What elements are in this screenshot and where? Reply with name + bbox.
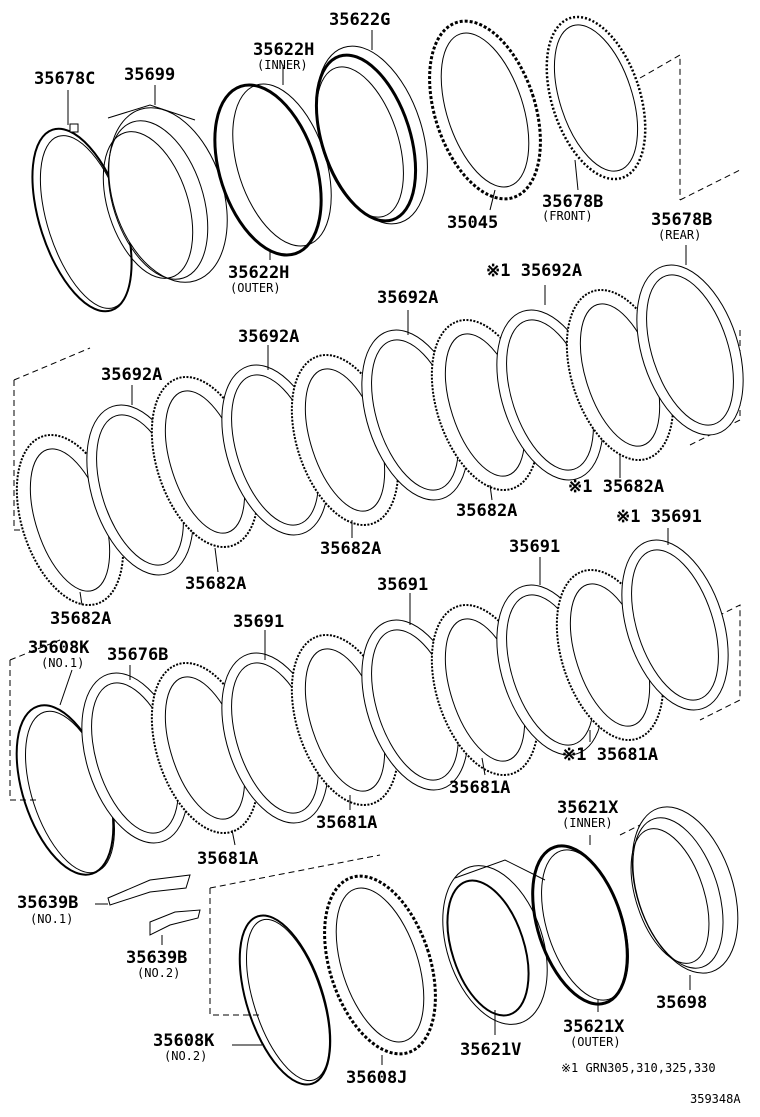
retainer-35045: [428, 19, 542, 201]
label-35691-2: 35691: [509, 537, 560, 557]
label-35681A-3: 35681A: [316, 813, 377, 833]
label-35682A-3: 35682A: [320, 539, 381, 559]
group-border-bottom: [209, 824, 641, 1016]
retainer-35608J: [323, 874, 437, 1056]
label-no2-a: (NO.2): [137, 966, 180, 980]
label-35698: 35698: [656, 993, 707, 1013]
label-35608J: 35608J: [346, 1068, 407, 1088]
label-35699: 35699: [124, 65, 175, 85]
label-35682A-4: 35682A: [185, 574, 246, 594]
label-35692A-star: ※1 35692A: [486, 261, 582, 281]
label-35691-4: 35691: [233, 612, 284, 632]
drum-35698: [630, 806, 739, 974]
snap-ring-35608K-2: [238, 914, 332, 1086]
label-35622G: 35622G: [329, 10, 390, 30]
label-rear: (REAR): [658, 228, 701, 242]
footnote: ※1 GRN305,310,325,330: [561, 1061, 716, 1075]
label-35621X-inner: 35621X: [557, 798, 619, 818]
label-35692A-3: 35692A: [238, 327, 299, 347]
label-35691-star: ※1 35691: [616, 507, 702, 527]
label-35608K-1: 35608K: [28, 638, 90, 658]
label-35692A-2: 35692A: [377, 288, 438, 308]
label-35639B-1: 35639B: [17, 893, 78, 913]
label-35678B-front: 35678B: [542, 192, 603, 212]
label-35639B-2: 35639B: [126, 948, 187, 968]
label-35692A-4: 35692A: [101, 365, 162, 385]
label-35045: 35045: [447, 213, 498, 233]
springs-35639B: [107, 874, 201, 936]
label-35681A-2: 35681A: [449, 778, 510, 798]
label-35622H-inner: 35622H: [253, 40, 314, 60]
part-labels: 35678C 35699 35622H (INNER) 35622G 35622…: [17, 10, 741, 1106]
o-ring-35621X: [531, 844, 629, 1006]
label-35681A-star: ※1 35681A: [562, 745, 658, 765]
label-35622H-outer: 35622H: [228, 263, 289, 283]
label-outer-1: (OUTER): [230, 281, 281, 295]
label-35682A-5: 35682A: [50, 609, 111, 629]
label-35691-3: 35691: [377, 575, 428, 595]
label-35608K-2: 35608K: [153, 1031, 215, 1051]
piston-35621V: [442, 859, 548, 1025]
clutch-stack-upper: [15, 264, 744, 606]
label-35682A-2: 35682A: [456, 501, 517, 521]
label-no1-a: (NO.1): [41, 656, 84, 670]
label-inner-1: (INNER): [257, 58, 308, 72]
leader-lines: [59, 30, 691, 1065]
label-outer-2: (OUTER): [570, 1035, 621, 1049]
clutch-stack-lower: [15, 539, 729, 876]
label-35621V: 35621V: [460, 1040, 521, 1060]
plate-35678B-front: [545, 15, 647, 181]
piston-35622G: [314, 45, 428, 225]
label-no1-b: (NO.1): [30, 912, 73, 926]
label-no2-b: (NO.2): [164, 1049, 207, 1063]
label-35681A-4: 35681A: [197, 849, 258, 869]
label-35678C: 35678C: [34, 69, 95, 89]
drum-35699: [102, 104, 228, 283]
label-front: (FRONT): [542, 209, 593, 223]
label-35676B: 35676B: [107, 645, 168, 665]
label-35682A-star: ※1 35682A: [568, 477, 664, 497]
label-inner-2: (INNER): [562, 816, 613, 830]
figure-id: 359348A: [690, 1092, 741, 1106]
label-35678B-rear: 35678B: [651, 210, 712, 230]
label-35621X-outer: 35621X: [563, 1017, 625, 1037]
